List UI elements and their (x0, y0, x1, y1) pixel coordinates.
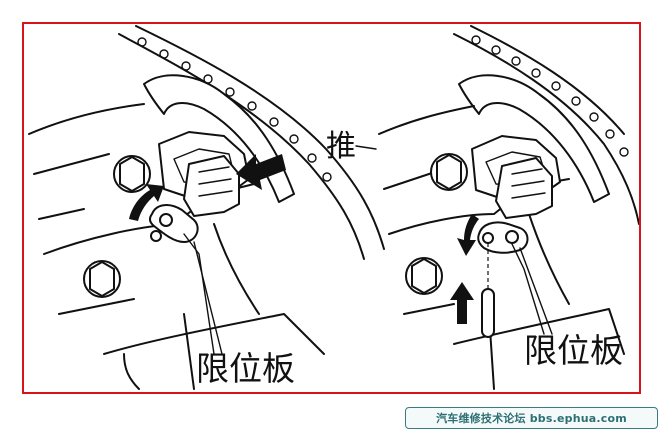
watermark-text: 汽车维修技术论坛 bbs.ephua.com (436, 412, 627, 425)
left-rotate-arrow (129, 184, 164, 221)
tensioner-diagram (28, 25, 639, 390)
right-upper-bolt (430, 153, 468, 191)
right-up-arrow (450, 282, 474, 324)
right-chain-guide (458, 74, 610, 203)
right-timing-chain (453, 25, 639, 225)
left-push-arrow (236, 154, 286, 190)
left-stopper-plate-label: 限位板 (196, 349, 295, 388)
right-engine-outline (378, 105, 625, 355)
left-timing-chain (118, 25, 385, 260)
left-upper-bolt (113, 155, 151, 193)
right-lower-bolt (405, 257, 443, 295)
left-panel (28, 25, 385, 390)
right-pin (481, 288, 495, 338)
right-rotate-arrow (457, 214, 479, 256)
left-engine-outline (28, 103, 325, 355)
right-plunger (495, 157, 553, 219)
right-stopper-plate-label: 限位板 (524, 331, 623, 370)
left-plunger (183, 155, 240, 217)
push-label: 推 (326, 129, 356, 164)
right-panel (355, 25, 639, 390)
forum-watermark: 汽车维修技术论坛 bbs.ephua.com (405, 407, 658, 429)
left-stopper-plate (148, 204, 199, 243)
left-lower-bolt (83, 260, 121, 298)
diagram-frame: 限位板 限位板 推 (22, 22, 641, 394)
left-chain-guide (143, 74, 295, 203)
